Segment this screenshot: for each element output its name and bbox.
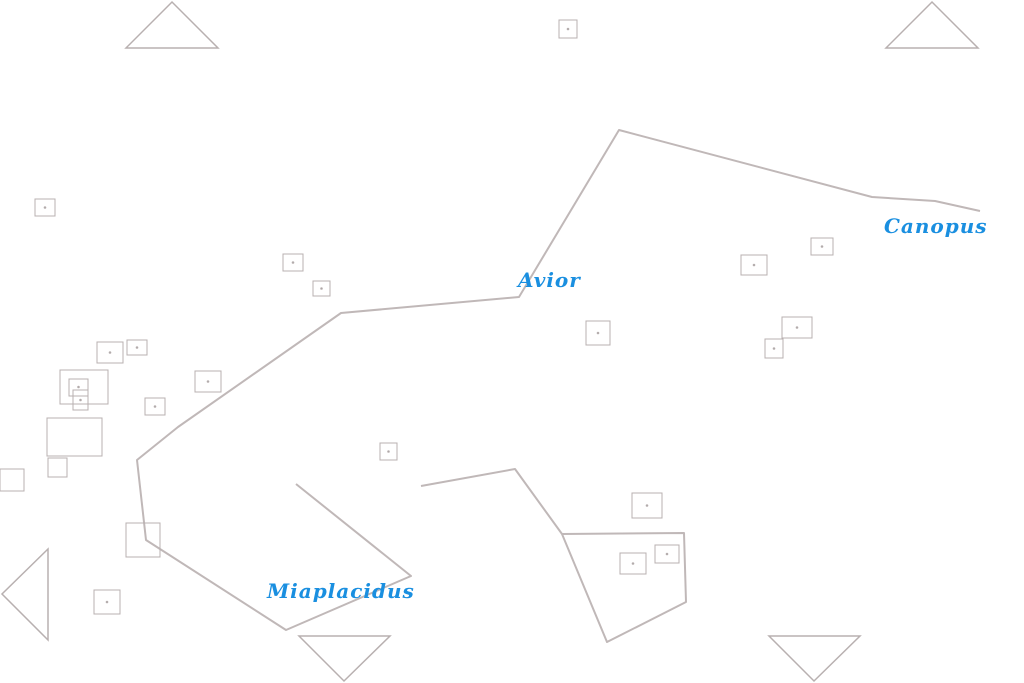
object-box[interactable] [144, 397, 166, 416]
star-label-miaplacidus[interactable]: Miaplacidus [266, 579, 415, 603]
object-box[interactable] [631, 492, 663, 519]
star-labels: Canopus Avior Miaplacidus [266, 214, 988, 603]
object-box[interactable] [194, 370, 222, 393]
object-box[interactable] [46, 417, 103, 457]
object-box[interactable] [68, 378, 89, 397]
object-box[interactable] [558, 19, 578, 39]
object-box[interactable] [379, 442, 398, 461]
object-box[interactable] [585, 320, 611, 346]
navigation-controls [0, 0, 980, 683]
object-box[interactable] [96, 341, 124, 364]
object-box[interactable] [126, 339, 148, 356]
object-box[interactable] [740, 254, 768, 276]
object-box[interactable] [47, 457, 68, 478]
object-box[interactable] [125, 522, 161, 558]
object-box[interactable] [810, 237, 834, 256]
constellation-lines [136, 129, 981, 643]
object-box[interactable] [34, 198, 56, 217]
pan-down-arrow-right[interactable] [767, 635, 862, 683]
object-box[interactable] [619, 552, 647, 575]
object-box[interactable] [0, 468, 25, 492]
object-box[interactable] [59, 369, 109, 405]
pan-up-arrow-right[interactable] [884, 0, 980, 49]
object-box[interactable] [781, 316, 813, 339]
pan-down-arrow-left[interactable] [297, 635, 392, 683]
pan-up-arrow-left[interactable] [124, 0, 220, 49]
object-box[interactable] [764, 338, 784, 359]
star-label-avior[interactable]: Avior [516, 268, 581, 292]
constellation-line-main [136, 129, 981, 631]
object-box[interactable] [72, 389, 89, 411]
object-box[interactable] [93, 589, 121, 615]
pan-left-arrow[interactable] [0, 547, 49, 642]
object-box[interactable] [282, 253, 304, 272]
object-box[interactable] [654, 544, 680, 564]
star-label-canopus[interactable]: Canopus [884, 214, 988, 238]
object-box[interactable] [312, 280, 331, 297]
deep-sky-objects [0, 19, 834, 615]
constellation-line-keel [420, 468, 687, 643]
